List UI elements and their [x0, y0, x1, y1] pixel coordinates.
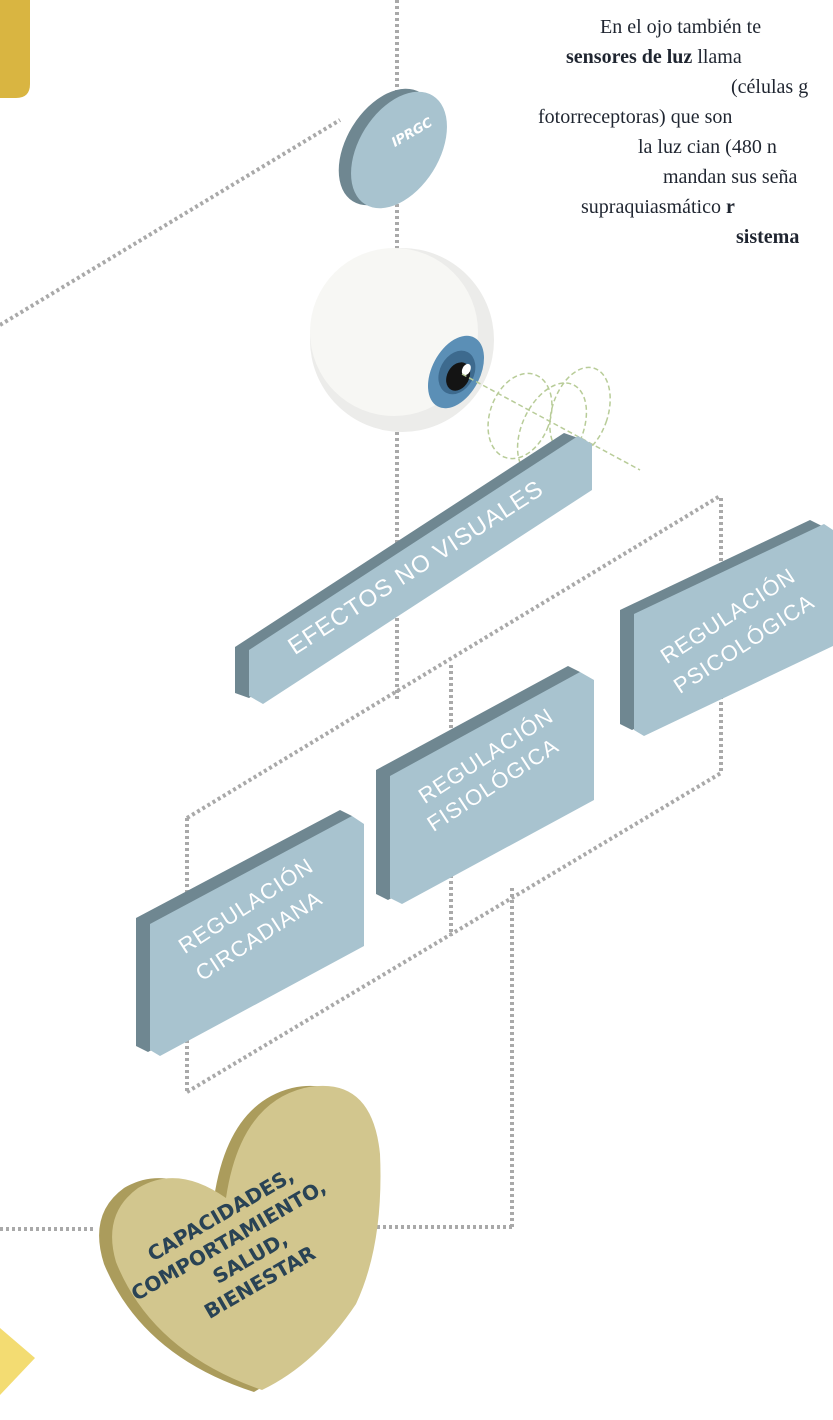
- box-efectos-no-visuales: [235, 433, 592, 704]
- caption-line-5: la luz cian (480 n: [638, 136, 777, 158]
- gold-corner-shape: [0, 0, 30, 98]
- caption-line-7: supraquiasmático r: [0, 192, 833, 222]
- caption-line-3: (células g: [731, 76, 809, 98]
- connector-top-frame: [185, 494, 722, 820]
- yellow-light-triangle: [0, 1328, 35, 1395]
- caption-line-1: En el ojo también te: [600, 16, 762, 38]
- label-efectos-no-visuales: EFECTOS NO VISUALES: [283, 475, 548, 660]
- box-regulacion-fisiologica: [376, 666, 594, 904]
- iprgc-sensor-disc: [338, 88, 447, 209]
- heart-shape: [99, 1085, 381, 1392]
- caption-line-4: fotorreceptoras) que son: [538, 106, 733, 128]
- caption-line-7-rest: supraquiasmático: [581, 196, 726, 218]
- caption-line-6: mandan sus seña: [663, 166, 798, 188]
- caption-line-2-rest: llama: [692, 46, 742, 68]
- caption-bold-sensores: sensores de luz: [566, 46, 693, 68]
- eye-illustration: [310, 248, 494, 432]
- connector-bottom-frame: [185, 771, 723, 1094]
- caption-line-8-bold: sistema: [736, 226, 800, 248]
- caption-text: En el ojo también te sensores de luz lla…: [0, 12, 833, 272]
- caption-line-8: sistema: [0, 222, 833, 252]
- iris-icon: [427, 335, 485, 409]
- box-regulacion-psicologica: [620, 520, 833, 736]
- connector-left-diagonal: [0, 118, 342, 327]
- box-regulacion-circadiana: [136, 810, 364, 1056]
- caption-line-7-bold: r: [725, 196, 735, 218]
- caption-line-2: sensores de luz llama: [0, 42, 833, 72]
